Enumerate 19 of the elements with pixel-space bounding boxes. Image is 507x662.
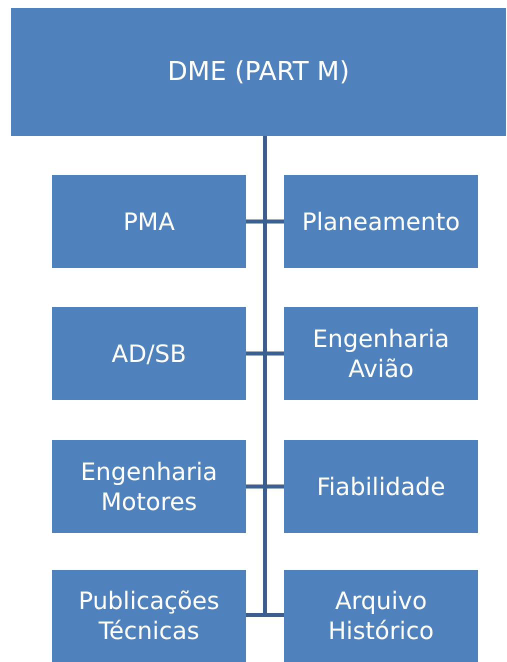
unit-box	[284, 440, 478, 533]
unit-label: Arquivo Histórico	[327, 586, 435, 646]
unit-box	[52, 440, 246, 533]
unit-label: Publicações Técnicas	[78, 586, 220, 646]
unit-label: AD/SB	[112, 338, 186, 368]
unit-box	[52, 570, 246, 662]
unit-box	[284, 570, 478, 662]
unit-box	[284, 175, 478, 268]
unit-label: Engenharia Motores	[80, 456, 218, 516]
unit-label: Engenharia Avião	[312, 324, 450, 384]
unit-box	[52, 307, 246, 400]
heading-box	[11, 8, 506, 136]
unit-label: DME (PART M)	[168, 56, 350, 88]
unit-label: Planeamento	[302, 206, 460, 236]
unit-label: Fiabilidade	[316, 472, 446, 502]
unit-label: PMA	[123, 206, 175, 236]
connector-line	[263, 136, 284, 617]
unit-box	[52, 175, 246, 268]
unit-box	[284, 307, 478, 400]
